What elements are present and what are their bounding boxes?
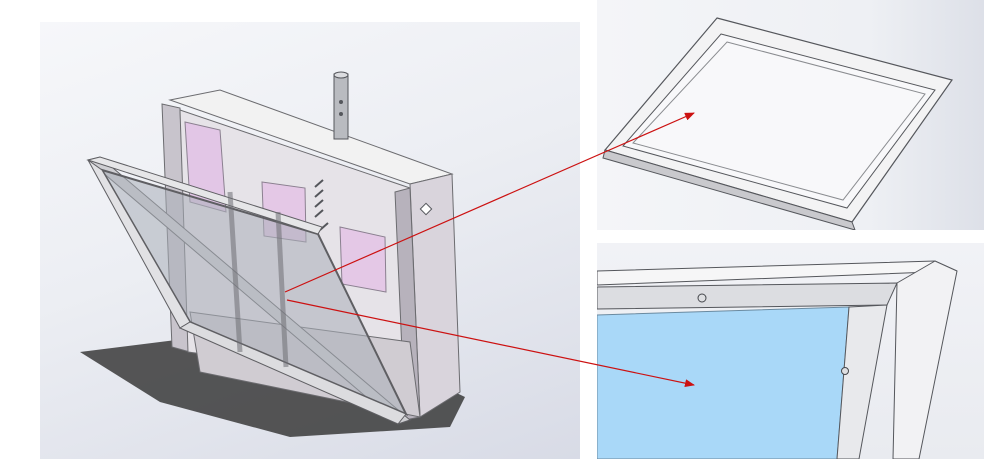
screw-head-2 — [841, 367, 849, 375]
screw-head — [697, 293, 707, 303]
glass-detail-view — [597, 243, 984, 459]
frame-inner-step — [597, 282, 898, 310]
pole-hole-2 — [339, 112, 343, 116]
cabinet-illustration — [80, 71, 465, 437]
cabinet-3d-view — [40, 22, 580, 459]
gasket — [836, 304, 888, 459]
frame-detail-view — [597, 0, 984, 230]
frame-lip — [632, 41, 926, 201]
interior-posts — [227, 191, 289, 368]
glass-pane — [597, 306, 850, 459]
pole-top — [333, 71, 349, 79]
frame-illustration — [602, 17, 953, 230]
frame-inner-opening — [622, 33, 936, 209]
pole-hole — [339, 100, 343, 104]
frame-side-bar — [892, 260, 958, 459]
glass-corner-illustration — [597, 260, 958, 459]
interior-panel-lower — [339, 226, 387, 293]
mounting-pole — [333, 73, 349, 140]
